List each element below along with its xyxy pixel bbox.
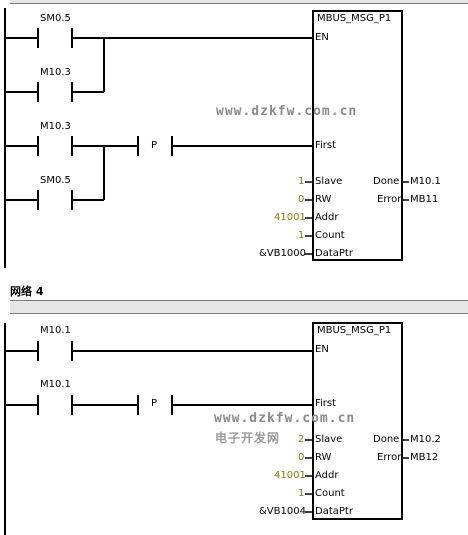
block-name: MBUS_MSG_P1 [317,325,392,336]
value-slave[interactable]: 1 [298,176,305,187]
value-count[interactable]: 1 [298,488,305,499]
pin-done: Done [373,434,400,445]
mbus-msg-block-2[interactable] [312,322,403,520]
contact-label-sm0-5[interactable]: SM0.5 [40,175,71,186]
value-error[interactable]: MB12 [410,452,439,463]
pin-slave: Slave [315,434,343,445]
pin-count: Count [315,230,345,241]
pin-count: Count [315,488,345,499]
value-rw[interactable]: 0 [298,452,305,463]
network-comment-bar[interactable] [10,300,468,314]
pin-error: Error [377,194,402,205]
value-dataptr[interactable]: &VB1000 [259,248,306,259]
pin-first: First [315,140,337,151]
value-addr[interactable]: 41001 [274,470,306,481]
pin-dataptr: DataPtr [315,248,353,259]
pin-dataptr: DataPtr [315,506,353,517]
contact-label-m10-1[interactable]: M10.1 [40,379,71,390]
value-addr[interactable]: 41001 [274,212,306,223]
pin-addr: Addr [315,470,339,481]
contact-label-m10-3[interactable]: M10.3 [40,121,71,132]
pin-rw: RW [315,452,332,463]
pin-slave: Slave [315,176,343,187]
contact-label-sm0-5[interactable]: SM0.5 [40,13,71,24]
pulse-contact-label[interactable]: P [151,398,158,409]
watermark-url: www.dzkfw.com.cn [216,104,358,119]
pin-addr: Addr [315,212,339,223]
value-done[interactable]: M10.2 [410,434,441,445]
mbus-msg-block-1[interactable] [312,10,403,261]
network-4-rungs [4,323,409,535]
pulse-contact-label[interactable]: P [151,140,158,151]
pin-error: Error [377,452,402,463]
value-dataptr[interactable]: &VB1004 [259,506,306,517]
watermark-url: www.dzkfw.com.cn [214,411,356,426]
contact-label-m10-3[interactable]: M10.3 [40,67,71,78]
pin-first: First [315,398,337,409]
value-slave[interactable]: 2 [298,434,305,445]
value-error[interactable]: MB11 [410,194,439,205]
pin-en: EN [315,344,329,355]
network-1-rungs [4,8,409,268]
contact-label-m10-1[interactable]: M10.1 [40,325,71,336]
watermark-site-name: 电子开发网 [215,431,281,445]
pin-done: Done [373,176,400,187]
value-count[interactable]: 1 [298,230,305,241]
block-name: MBUS_MSG_P1 [317,13,392,24]
pin-en: EN [315,32,329,43]
value-rw[interactable]: 0 [298,194,305,205]
network-header-bar-top[interactable] [10,0,468,4]
value-done[interactable]: M10.1 [410,176,441,187]
network-title: 网络 4 [10,285,44,298]
pin-rw: RW [315,194,332,205]
